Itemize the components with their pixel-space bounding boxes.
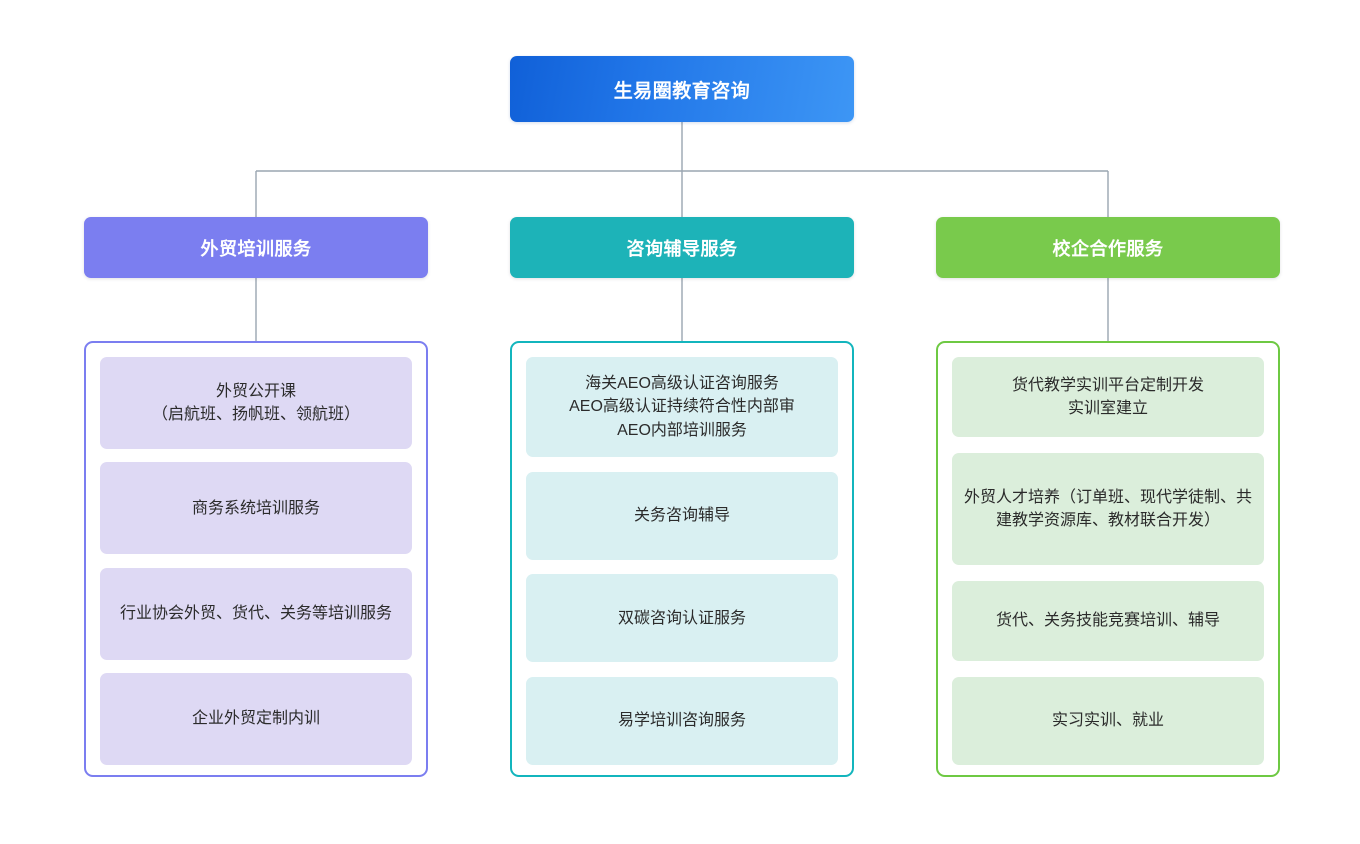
category-header-label-0: 外贸培训服务 — [200, 238, 312, 259]
service-item-card[interactable]: 商务系统培训服务 — [100, 462, 412, 555]
service-item-card[interactable]: 外贸人才培养（订单班、现代学徒制、共建教学资源库、教材联合开发） — [952, 453, 1264, 565]
items-panel-0: 外贸公开课 （启航班、扬帆班、领航班） 商务系统培训服务 行业协会外贸、货代、关… — [84, 341, 428, 777]
root-node[interactable]: 生易圈教育咨询 — [510, 56, 854, 122]
service-item-card[interactable]: 易学培训咨询服务 — [526, 677, 838, 766]
category-header-label-1: 咨询辅导服务 — [626, 238, 738, 259]
service-item-card[interactable]: 行业协会外贸、货代、关务等培训服务 — [100, 567, 412, 660]
items-panel-1: 海关AEO高级认证咨询服务 AEO高级认证持续符合性内部审 AEO内部培训服务 … — [510, 341, 854, 777]
service-item-card[interactable]: 实习实训、就业 — [952, 677, 1264, 765]
branch-column-0: 外贸培训服务 外贸公开课 （启航班、扬帆班、领航班） 商务系统培训服务 行业协会… — [84, 217, 428, 777]
category-header-0[interactable]: 外贸培训服务 — [84, 217, 428, 278]
branch-column-1: 咨询辅导服务 海关AEO高级认证咨询服务 AEO高级认证持续符合性内部审 AEO… — [510, 217, 854, 777]
items-panel-2: 货代教学实训平台定制开发 实训室建立 外贸人才培养（订单班、现代学徒制、共建教学… — [936, 341, 1280, 777]
service-item-card[interactable]: 关务咨询辅导 — [526, 471, 838, 560]
root-node-title: 生易圈教育咨询 — [613, 80, 751, 102]
service-item-card[interactable]: 外贸公开课 （启航班、扬帆班、领航班） — [100, 357, 412, 449]
service-item-card[interactable]: 海关AEO高级认证咨询服务 AEO高级认证持续符合性内部审 AEO内部培训服务 — [526, 357, 838, 457]
category-header-1[interactable]: 咨询辅导服务 — [510, 217, 854, 278]
category-header-label-2: 校企合作服务 — [1052, 238, 1164, 259]
service-item-card[interactable]: 货代、关务技能竞赛培训、辅导 — [952, 581, 1264, 661]
category-header-2[interactable]: 校企合作服务 — [936, 217, 1280, 278]
service-item-card[interactable]: 企业外贸定制内训 — [100, 672, 412, 765]
branch-column-2: 校企合作服务 货代教学实训平台定制开发 实训室建立 外贸人才培养（订单班、现代学… — [936, 217, 1280, 777]
service-item-card[interactable]: 货代教学实训平台定制开发 实训室建立 — [952, 357, 1264, 437]
service-item-card[interactable]: 双碳咨询认证服务 — [526, 574, 838, 663]
